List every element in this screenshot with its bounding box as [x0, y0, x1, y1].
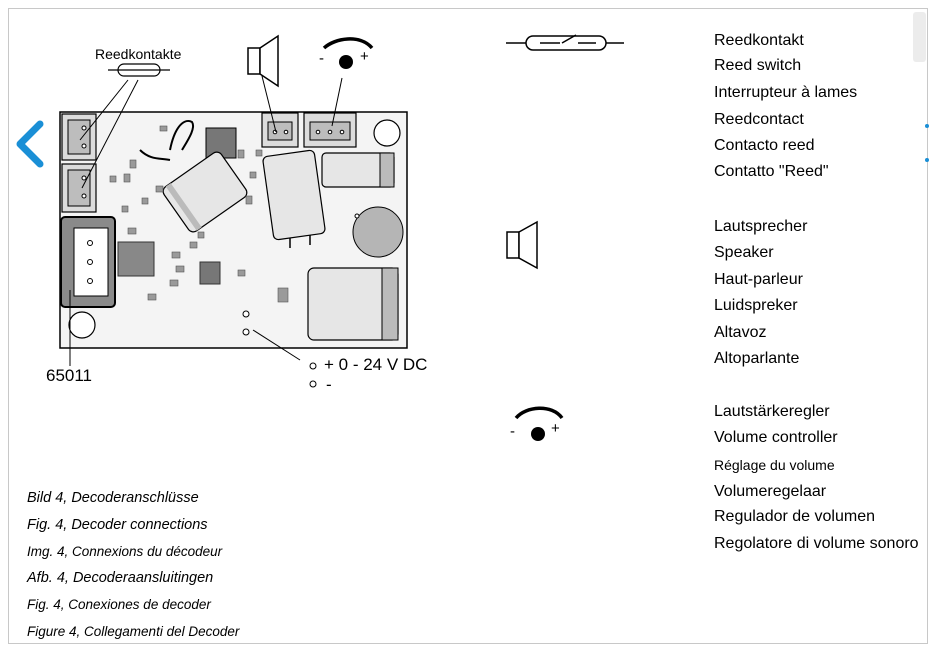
capacitor-horizontal-top: [321, 152, 395, 188]
capacitor-large-diagonal: [162, 151, 248, 233]
legend-speaker-nl: Luidspreker: [714, 297, 798, 314]
legend-reed-it: Contatto "Reed": [714, 163, 829, 180]
legend-speaker-fr: Haut-parleur: [714, 271, 803, 288]
legend-volume-en: Volume controller: [714, 429, 838, 446]
legend-speaker-it: Altoparlante: [714, 350, 800, 367]
caption-en: Fig. 4, Decoder connections: [27, 517, 208, 533]
legend-volume-de: Lautstärkeregler: [714, 403, 830, 420]
legend-speaker-en: Speaker: [714, 244, 774, 261]
chevron-left-icon: [16, 120, 44, 168]
capacitor-vertical: [262, 149, 326, 248]
caption-es: Fig. 4, Conexiones de decoder: [27, 597, 211, 612]
volume-minus-sign: -: [319, 50, 324, 67]
speaker-connector: [261, 112, 299, 148]
legend-reed-es: Contacto reed: [714, 137, 815, 154]
legend-reed-nl: Reedcontact: [714, 111, 804, 128]
mounting-hole-top: [373, 119, 401, 147]
caption-fr: Img. 4, Connexions du décodeur: [27, 544, 223, 559]
legend-reed-de: Reedkontakt: [714, 32, 804, 49]
legend-volume-fr: Réglage du volume: [714, 457, 835, 473]
buzzer: [352, 206, 404, 258]
power-minus-label: -: [326, 375, 332, 394]
capacitor-horizontal-bottom: [307, 267, 399, 341]
legend-volume-it: Regolatore di volume sonoro: [714, 535, 919, 552]
legend-volume-minus: -: [510, 423, 515, 440]
legend-speaker-es: Altavoz: [714, 324, 767, 341]
caption-nl: Afb. 4, Decoderaansluitingen: [27, 570, 214, 586]
mounting-hole-bottom: [68, 311, 96, 339]
speaker-icon: [247, 34, 279, 88]
speaker-symbol-icon: [506, 220, 538, 270]
amplifier-chip: [117, 241, 155, 277]
legend-reed-en: Reed switch: [714, 57, 802, 74]
scrollbar-thumb[interactable]: [913, 12, 926, 62]
transistor: [199, 261, 221, 285]
volume-knob-symbol-icon: [514, 406, 564, 441]
power-connector: [60, 216, 116, 308]
reed-connector-top: [61, 113, 97, 161]
power-plus-label: + 0 - 24 V DC: [324, 355, 428, 374]
legend-volume-plus: +: [551, 420, 560, 437]
microcontroller-chip: [205, 127, 237, 159]
legend-volume-nl: Volumeregelaar: [714, 483, 827, 500]
figure-frame: [8, 8, 928, 644]
caption-de: Bild 4, Decoderanschlüsse: [27, 490, 199, 506]
next-arrow-button[interactable]: [923, 118, 929, 168]
reed-switch-symbol-icon: [506, 34, 624, 51]
part-number: 65011: [46, 366, 93, 385]
reed-switch-icon: [108, 63, 170, 77]
legend-reed-fr: Interrupteur à lames: [714, 84, 858, 101]
caption-it: Figure 4, Collegamenti del Decoder: [27, 624, 240, 639]
volume-connector: [303, 112, 357, 148]
volume-knob-icon: [322, 37, 374, 69]
smd-components: [109, 125, 289, 303]
chevron-right-icon: [925, 124, 929, 162]
previous-arrow-button[interactable]: [12, 118, 52, 170]
volume-plus-sign: +: [360, 48, 369, 65]
reed-contacts-label: Reedkontakte: [95, 46, 182, 62]
decoder-diagram: [59, 34, 408, 388]
legend-speaker-de: Lautsprecher: [714, 218, 808, 235]
legend-volume-es: Regulador de volumen: [714, 508, 875, 525]
